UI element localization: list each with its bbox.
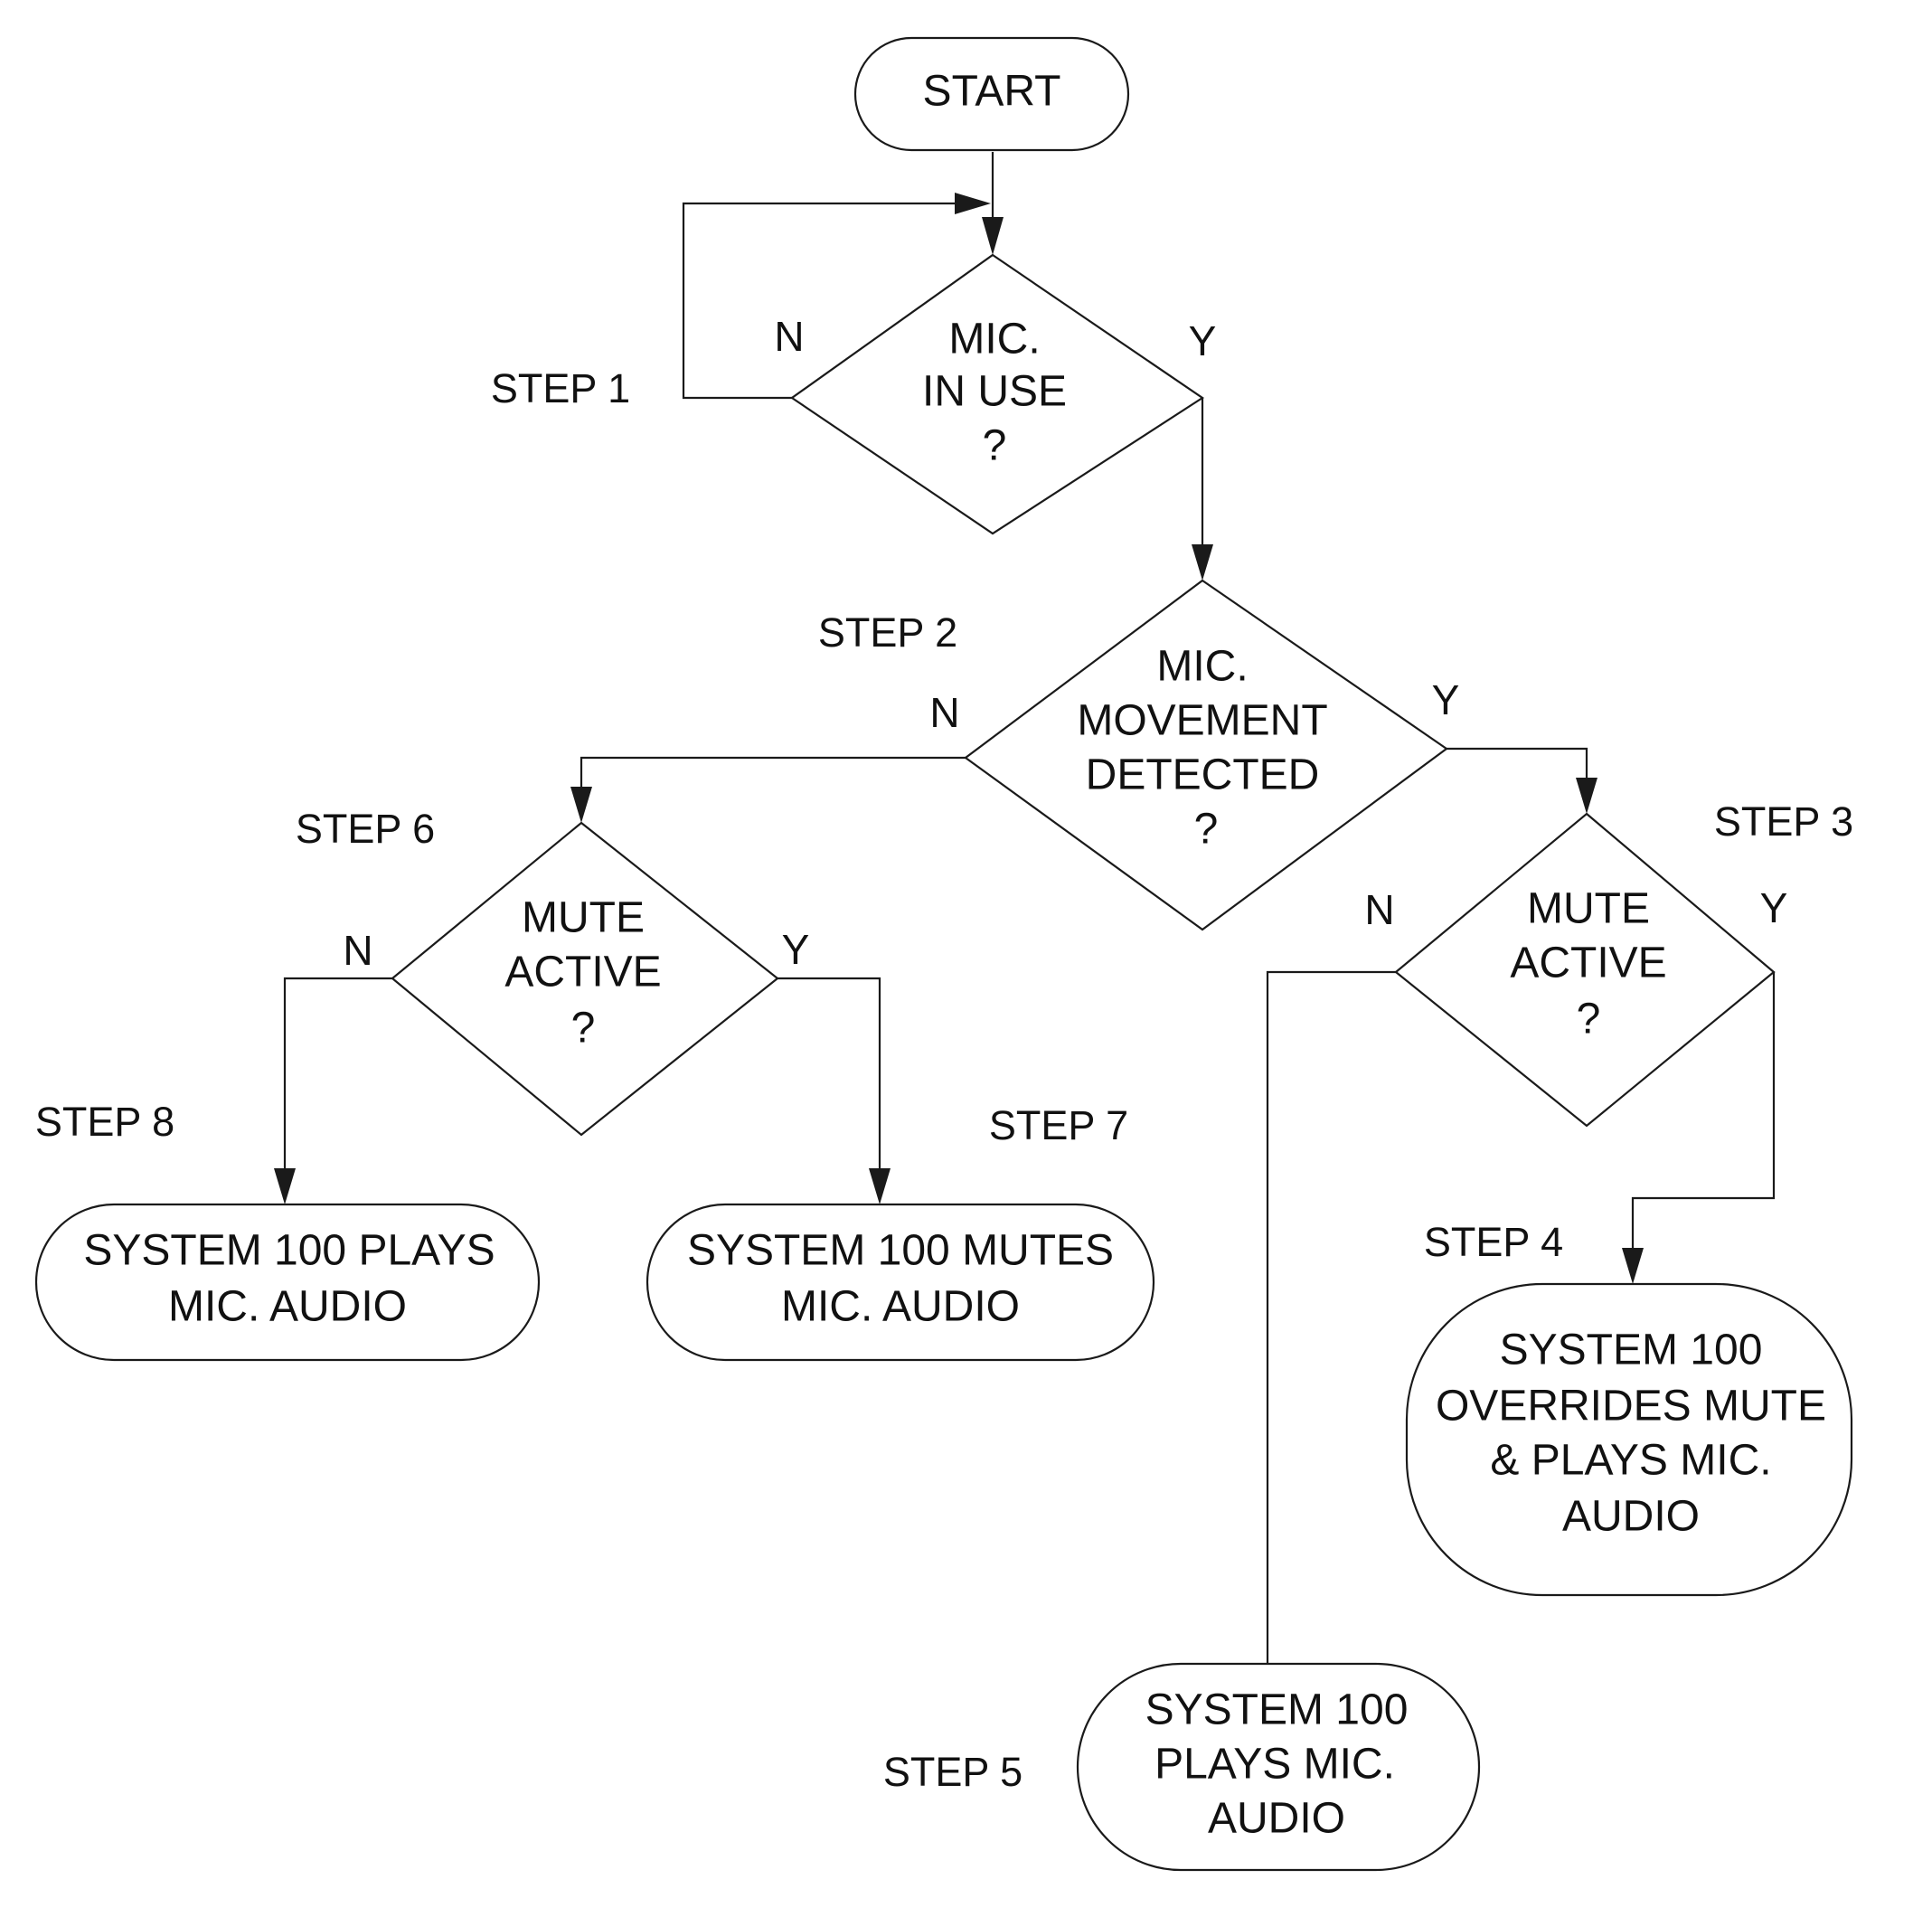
connector-movement-no <box>581 758 966 805</box>
terminal-mutes-line-1: SYSTEM 100 MUTES <box>687 1227 1114 1275</box>
step-7-label: STEP 7 <box>989 1102 1128 1148</box>
mic-in-use-yes-label: Y <box>1189 317 1217 364</box>
decision-mic-in-use-line-3: ? <box>983 422 1007 470</box>
mute-left-yes-label: Y <box>782 926 810 973</box>
step-8-label: STEP 8 <box>35 1099 174 1145</box>
step-5-label: STEP 5 <box>883 1749 1023 1795</box>
step-4-label: STEP 4 <box>1424 1219 1563 1265</box>
decision-mute-right-line-1: MUTE <box>1527 885 1650 933</box>
decision-movement-line-2: MOVEMENT <box>1077 697 1327 745</box>
terminal-plays-left-line-2: MIC. AUDIO <box>168 1283 407 1331</box>
terminal-overrides-line-2: OVERRIDES MUTE <box>1436 1383 1826 1431</box>
terminal-plays-left: SYSTEM 100 PLAYS MIC. AUDIO <box>36 1204 539 1360</box>
terminal-plays-bottom: SYSTEM 100 PLAYS MIC. AUDIO <box>1078 1664 1479 1870</box>
decision-mute-right-line-2: ACTIVE <box>1510 940 1666 987</box>
terminal-plays-bottom-line-3: AUDIO <box>1208 1795 1345 1843</box>
movement-no-label: N <box>929 689 959 736</box>
movement-yes-label: Y <box>1432 676 1460 723</box>
arrowhead-loop-back <box>955 193 991 214</box>
mic-in-use-no-label: N <box>774 313 804 360</box>
arrowhead-mute-left <box>570 787 592 823</box>
decision-mic-in-use: MIC. IN USE ? <box>792 255 1202 534</box>
arrowhead-mic-in-use <box>982 217 1004 255</box>
arrowhead-mute-right <box>1576 778 1597 814</box>
arrowhead-overrides <box>1622 1248 1644 1284</box>
connector-mute-left-yes <box>778 978 880 1185</box>
mute-right-no-label: N <box>1364 886 1394 933</box>
connector-movement-yes <box>1447 749 1587 796</box>
terminal-overrides: SYSTEM 100 OVERRIDES MUTE & PLAYS MIC. A… <box>1407 1284 1852 1595</box>
terminal-plays-bottom-line-2: PLAYS MIC. <box>1154 1741 1395 1789</box>
decision-movement-line-4: ? <box>1194 806 1219 854</box>
connector-mute-right-no <box>1268 972 1396 1664</box>
arrowhead-mutes <box>869 1168 891 1204</box>
decision-mute-right: MUTE ACTIVE ? <box>1396 814 1774 1126</box>
terminal-mutes: SYSTEM 100 MUTES MIC. AUDIO <box>647 1204 1154 1360</box>
decision-mute-left: MUTE ACTIVE ? <box>392 823 778 1135</box>
decision-mic-in-use-line-2: IN USE <box>922 368 1067 416</box>
terminal-mutes-line-2: MIC. AUDIO <box>781 1283 1020 1331</box>
terminal-overrides-line-1: SYSTEM 100 <box>1500 1327 1763 1374</box>
step-3-label: STEP 3 <box>1714 798 1853 845</box>
decision-mute-left-line-3: ? <box>571 1005 596 1053</box>
decision-mute-right-line-3: ? <box>1577 996 1601 1043</box>
mute-left-no-label: N <box>343 927 372 974</box>
start-label: START <box>923 68 1061 116</box>
step-1-label: STEP 1 <box>491 365 630 411</box>
decision-mic-in-use-line-1: MIC. <box>948 316 1040 364</box>
decision-mute-left-line-1: MUTE <box>522 894 645 942</box>
connector-mute-left-no <box>285 978 392 1185</box>
decision-mute-left-line-2: ACTIVE <box>504 949 661 996</box>
start-terminal: START <box>855 38 1128 150</box>
mute-right-yes-label: Y <box>1760 884 1788 931</box>
step-2-label: STEP 2 <box>818 609 957 656</box>
terminal-plays-bottom-line-1: SYSTEM 100 <box>1145 1686 1409 1734</box>
arrowhead-plays-left <box>274 1168 296 1204</box>
decision-movement-line-3: DETECTED <box>1086 751 1320 799</box>
terminal-overrides-line-3: & PLAYS MIC. <box>1490 1437 1771 1485</box>
terminal-plays-left-line-1: SYSTEM 100 PLAYS <box>83 1227 495 1275</box>
decision-movement-line-1: MIC. <box>1156 643 1248 691</box>
step-6-label: STEP 6 <box>296 806 435 852</box>
arrowhead-movement <box>1192 544 1213 581</box>
terminal-overrides-line-4: AUDIO <box>1562 1493 1700 1541</box>
decision-movement: MIC. MOVEMENT DETECTED ? <box>966 581 1447 930</box>
